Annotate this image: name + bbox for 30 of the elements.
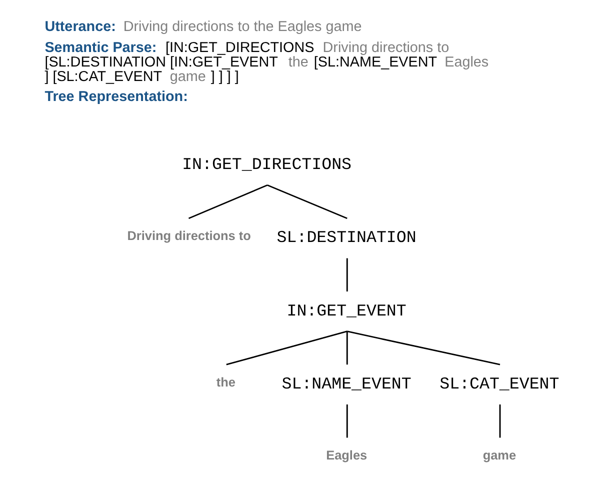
label: Utterance: <box>44 18 116 35</box>
connector <box>346 330 348 364</box>
node-text: Driving directions to <box>126 228 250 243</box>
node-text: Eagles <box>326 447 367 462</box>
label: [IN:GET_DIRECTIONS <box>164 40 314 56</box>
label: ] ] ] ] <box>210 68 238 84</box>
label: [SL:NAME_EVENT <box>313 54 437 70</box>
node-text: SL:NAME_EVENT <box>281 374 411 393</box>
label: [SL:DESTINATION [IN:GET_EVENT <box>44 54 278 70</box>
node-text: SL:CAT_EVENT <box>439 374 559 393</box>
label: Semantic Parse: <box>44 40 156 56</box>
connector <box>266 184 347 219</box>
label: Driving directions to <box>322 40 449 56</box>
connector <box>226 330 347 365</box>
connector <box>346 330 500 365</box>
node-text: game <box>482 447 516 462</box>
label: the <box>288 54 308 70</box>
node-text: SL:DESTINATION <box>276 228 416 247</box>
label: ] [SL:CAT_EVENT <box>44 68 162 84</box>
node-text: IN:GET_DIRECTIONS <box>182 154 352 174</box>
node-text: IN:GET_EVENT <box>286 300 406 320</box>
connector <box>346 404 348 438</box>
node-text: the <box>216 374 235 389</box>
label: Driving directions to the Eagles game <box>122 18 362 35</box>
connector <box>498 404 500 438</box>
label: Eagles <box>444 54 488 70</box>
label: Tree Representation: <box>44 88 188 104</box>
label: game <box>169 68 206 84</box>
connector <box>188 184 268 219</box>
connector <box>346 258 348 291</box>
